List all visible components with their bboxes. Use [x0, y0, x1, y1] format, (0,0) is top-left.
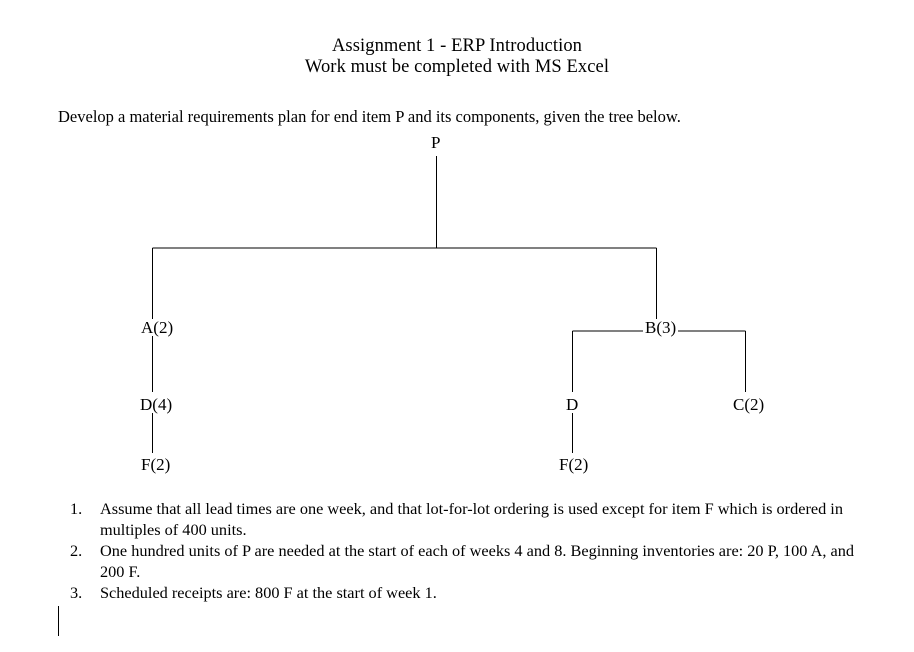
title-line-1: Assignment 1 - ERP Introduction	[331, 36, 583, 56]
list-item: 3. Scheduled receipts are: 800 F at the …	[66, 582, 866, 603]
intro-paragraph: Develop a material requirements plan for…	[58, 107, 681, 126]
title-line-2: Work must be completed with MS Excel	[304, 57, 610, 77]
list-item-number: 3.	[70, 583, 83, 602]
list-item-text: Scheduled receipts are: 800 F at the sta…	[100, 583, 437, 602]
list-item: 1. Assume that all lead times are one we…	[66, 498, 866, 540]
text-cursor-caret	[58, 606, 59, 636]
tree-node-d-right: D	[564, 395, 581, 414]
tree-node-c: C(2)	[731, 395, 767, 414]
tree-node-f-right: F(2)	[557, 455, 591, 474]
document-title: Assignment 1 - ERP Introduction Work mus…	[0, 36, 914, 78]
tree-node-f-left: F(2)	[139, 455, 173, 474]
list-item: 2. One hundred units of P are needed at …	[66, 540, 866, 582]
tree-node-a: A(2)	[139, 318, 176, 337]
list-item-text: One hundred units of P are needed at the…	[100, 541, 855, 581]
tree-node-p: P	[429, 133, 443, 152]
tree-node-b: B(3)	[643, 318, 679, 337]
list-item-number: 2.	[70, 541, 83, 560]
tree-node-d-left: D(4)	[138, 395, 175, 414]
list-item-text: Assume that all lead times are one week,…	[100, 499, 843, 539]
list-item-number: 1.	[70, 499, 83, 518]
assignment-notes-list: 1. Assume that all lead times are one we…	[66, 498, 866, 603]
